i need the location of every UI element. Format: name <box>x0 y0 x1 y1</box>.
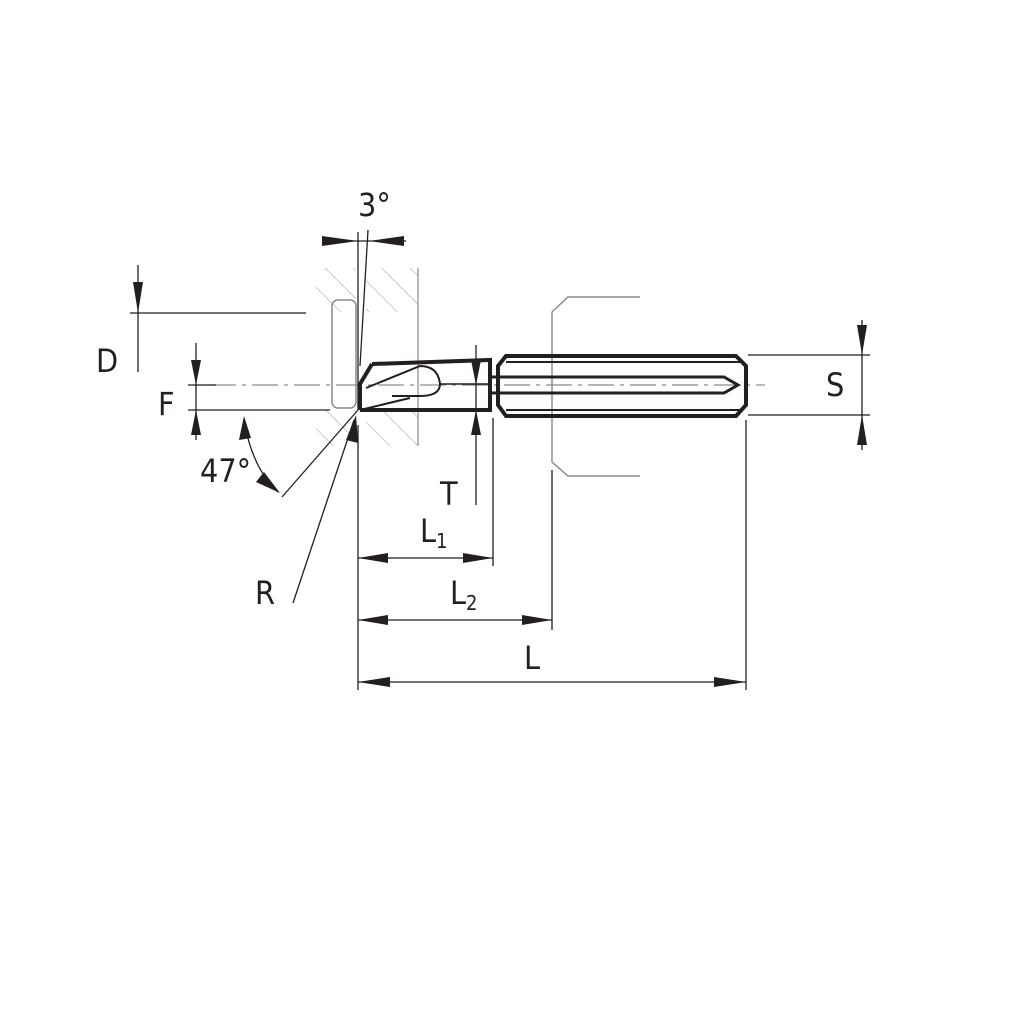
tool-shank <box>496 354 748 418</box>
label-l2: L2 <box>450 574 477 615</box>
s-arrow-top <box>857 325 867 355</box>
workpiece-bore-wall <box>331 299 357 409</box>
angle-47-arrow-top <box>239 416 251 440</box>
tool-cutting-head <box>358 362 374 410</box>
label-s: S <box>826 366 844 404</box>
f-arrow-top <box>191 360 201 385</box>
label-f: F <box>158 385 175 423</box>
angle-3-arrow-left <box>322 236 358 246</box>
label-d: D <box>96 342 118 380</box>
boring-tool <box>358 354 748 418</box>
tool-neck <box>360 357 492 412</box>
l1-arrow-right <box>463 553 493 563</box>
angle-47-arrow-bottom <box>256 472 280 493</box>
l2-arrow-right <box>522 615 552 625</box>
r-arrow <box>346 415 358 443</box>
workpiece <box>316 268 419 446</box>
workpiece-hatch-upper-right <box>366 268 418 312</box>
label-angle-47: 47° <box>200 452 251 490</box>
workpiece-hatch-lower-right <box>366 410 418 446</box>
angle-3-tilted-line <box>359 229 369 367</box>
l1-arrow-left <box>358 553 388 563</box>
s-arrow-bottom <box>857 415 867 445</box>
label-l1: L1 <box>420 512 447 553</box>
angle-47-leg <box>281 409 359 498</box>
arrowheads <box>133 236 867 687</box>
angle-3-arrow-right <box>369 236 404 246</box>
tool-coolant-channel <box>488 375 742 395</box>
label-r: R <box>255 574 275 612</box>
l-arrow-left <box>358 677 390 687</box>
label-l: L <box>524 639 540 677</box>
t-arrow-top <box>471 360 481 385</box>
d-arrow <box>133 282 143 313</box>
label-t: T <box>439 475 458 513</box>
tool-flank-edge <box>359 397 411 411</box>
t-arrow-bottom <box>471 410 481 435</box>
r-leader-line <box>292 419 355 604</box>
tool-rake-face <box>365 364 442 397</box>
label-angle-3: 3° <box>358 186 391 224</box>
l2-arrow-left <box>358 615 388 625</box>
workpiece-hatch-upper-left <box>316 268 356 312</box>
holder-outline <box>551 296 640 477</box>
l-arrow-right <box>714 677 746 687</box>
f-arrow-bottom <box>191 410 201 435</box>
